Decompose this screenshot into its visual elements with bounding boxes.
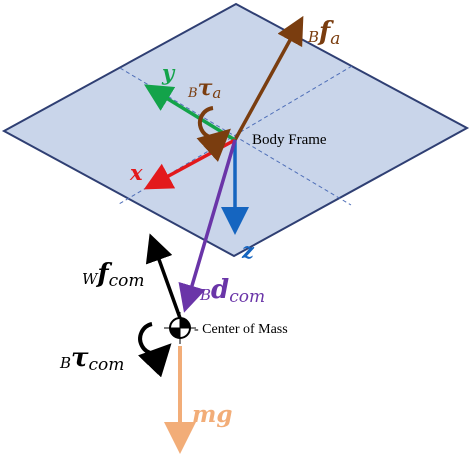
force-com-arrow — [145, 233, 182, 319]
y-axis-label: y — [161, 60, 176, 85]
force-a-label-main: f — [317, 17, 334, 47]
d-com-label-subscript: com — [229, 287, 265, 307]
z-axis-label: z — [241, 238, 255, 263]
torque-com-label-main: τ — [71, 343, 89, 373]
d-com-label-main: d — [211, 275, 229, 305]
d-com-label: Bdcom — [199, 275, 265, 307]
d-com-label-pre: B — [199, 286, 211, 304]
mg-label: mg — [192, 401, 232, 428]
torque-com-arrow — [137, 322, 172, 378]
center-of-mass-label: - Center of Mass — [194, 322, 288, 337]
torque-a-label-pre: B — [187, 86, 198, 101]
torque-com-label-subscript: com — [89, 355, 125, 375]
torque-a-arrow — [196, 106, 231, 162]
torque-com-label: Bτcom — [59, 343, 124, 375]
force-a-label-pre: B — [307, 28, 319, 46]
x-axis-label: x — [129, 160, 143, 185]
force-com-label-subscript: com — [109, 271, 145, 291]
d-com-arrow — [178, 139, 237, 313]
force-a-label-subscript: a — [330, 29, 340, 49]
torque-a-label: Bτa — [187, 75, 221, 102]
center-of-mass-marker — [164, 312, 196, 344]
torque-a-label-subscript: a — [212, 84, 221, 102]
force-com-label-main: f — [95, 259, 112, 289]
force-com-label: Wfcom — [82, 259, 145, 291]
force-a-arrow — [233, 15, 304, 141]
body-frame-label: Body Frame — [252, 132, 327, 148]
force-a-label: Bfa — [307, 17, 340, 49]
torque-com-label-pre: B — [59, 354, 71, 372]
torque-a-label-main: τ — [198, 75, 213, 101]
force-com-label-pre: W — [82, 270, 99, 288]
